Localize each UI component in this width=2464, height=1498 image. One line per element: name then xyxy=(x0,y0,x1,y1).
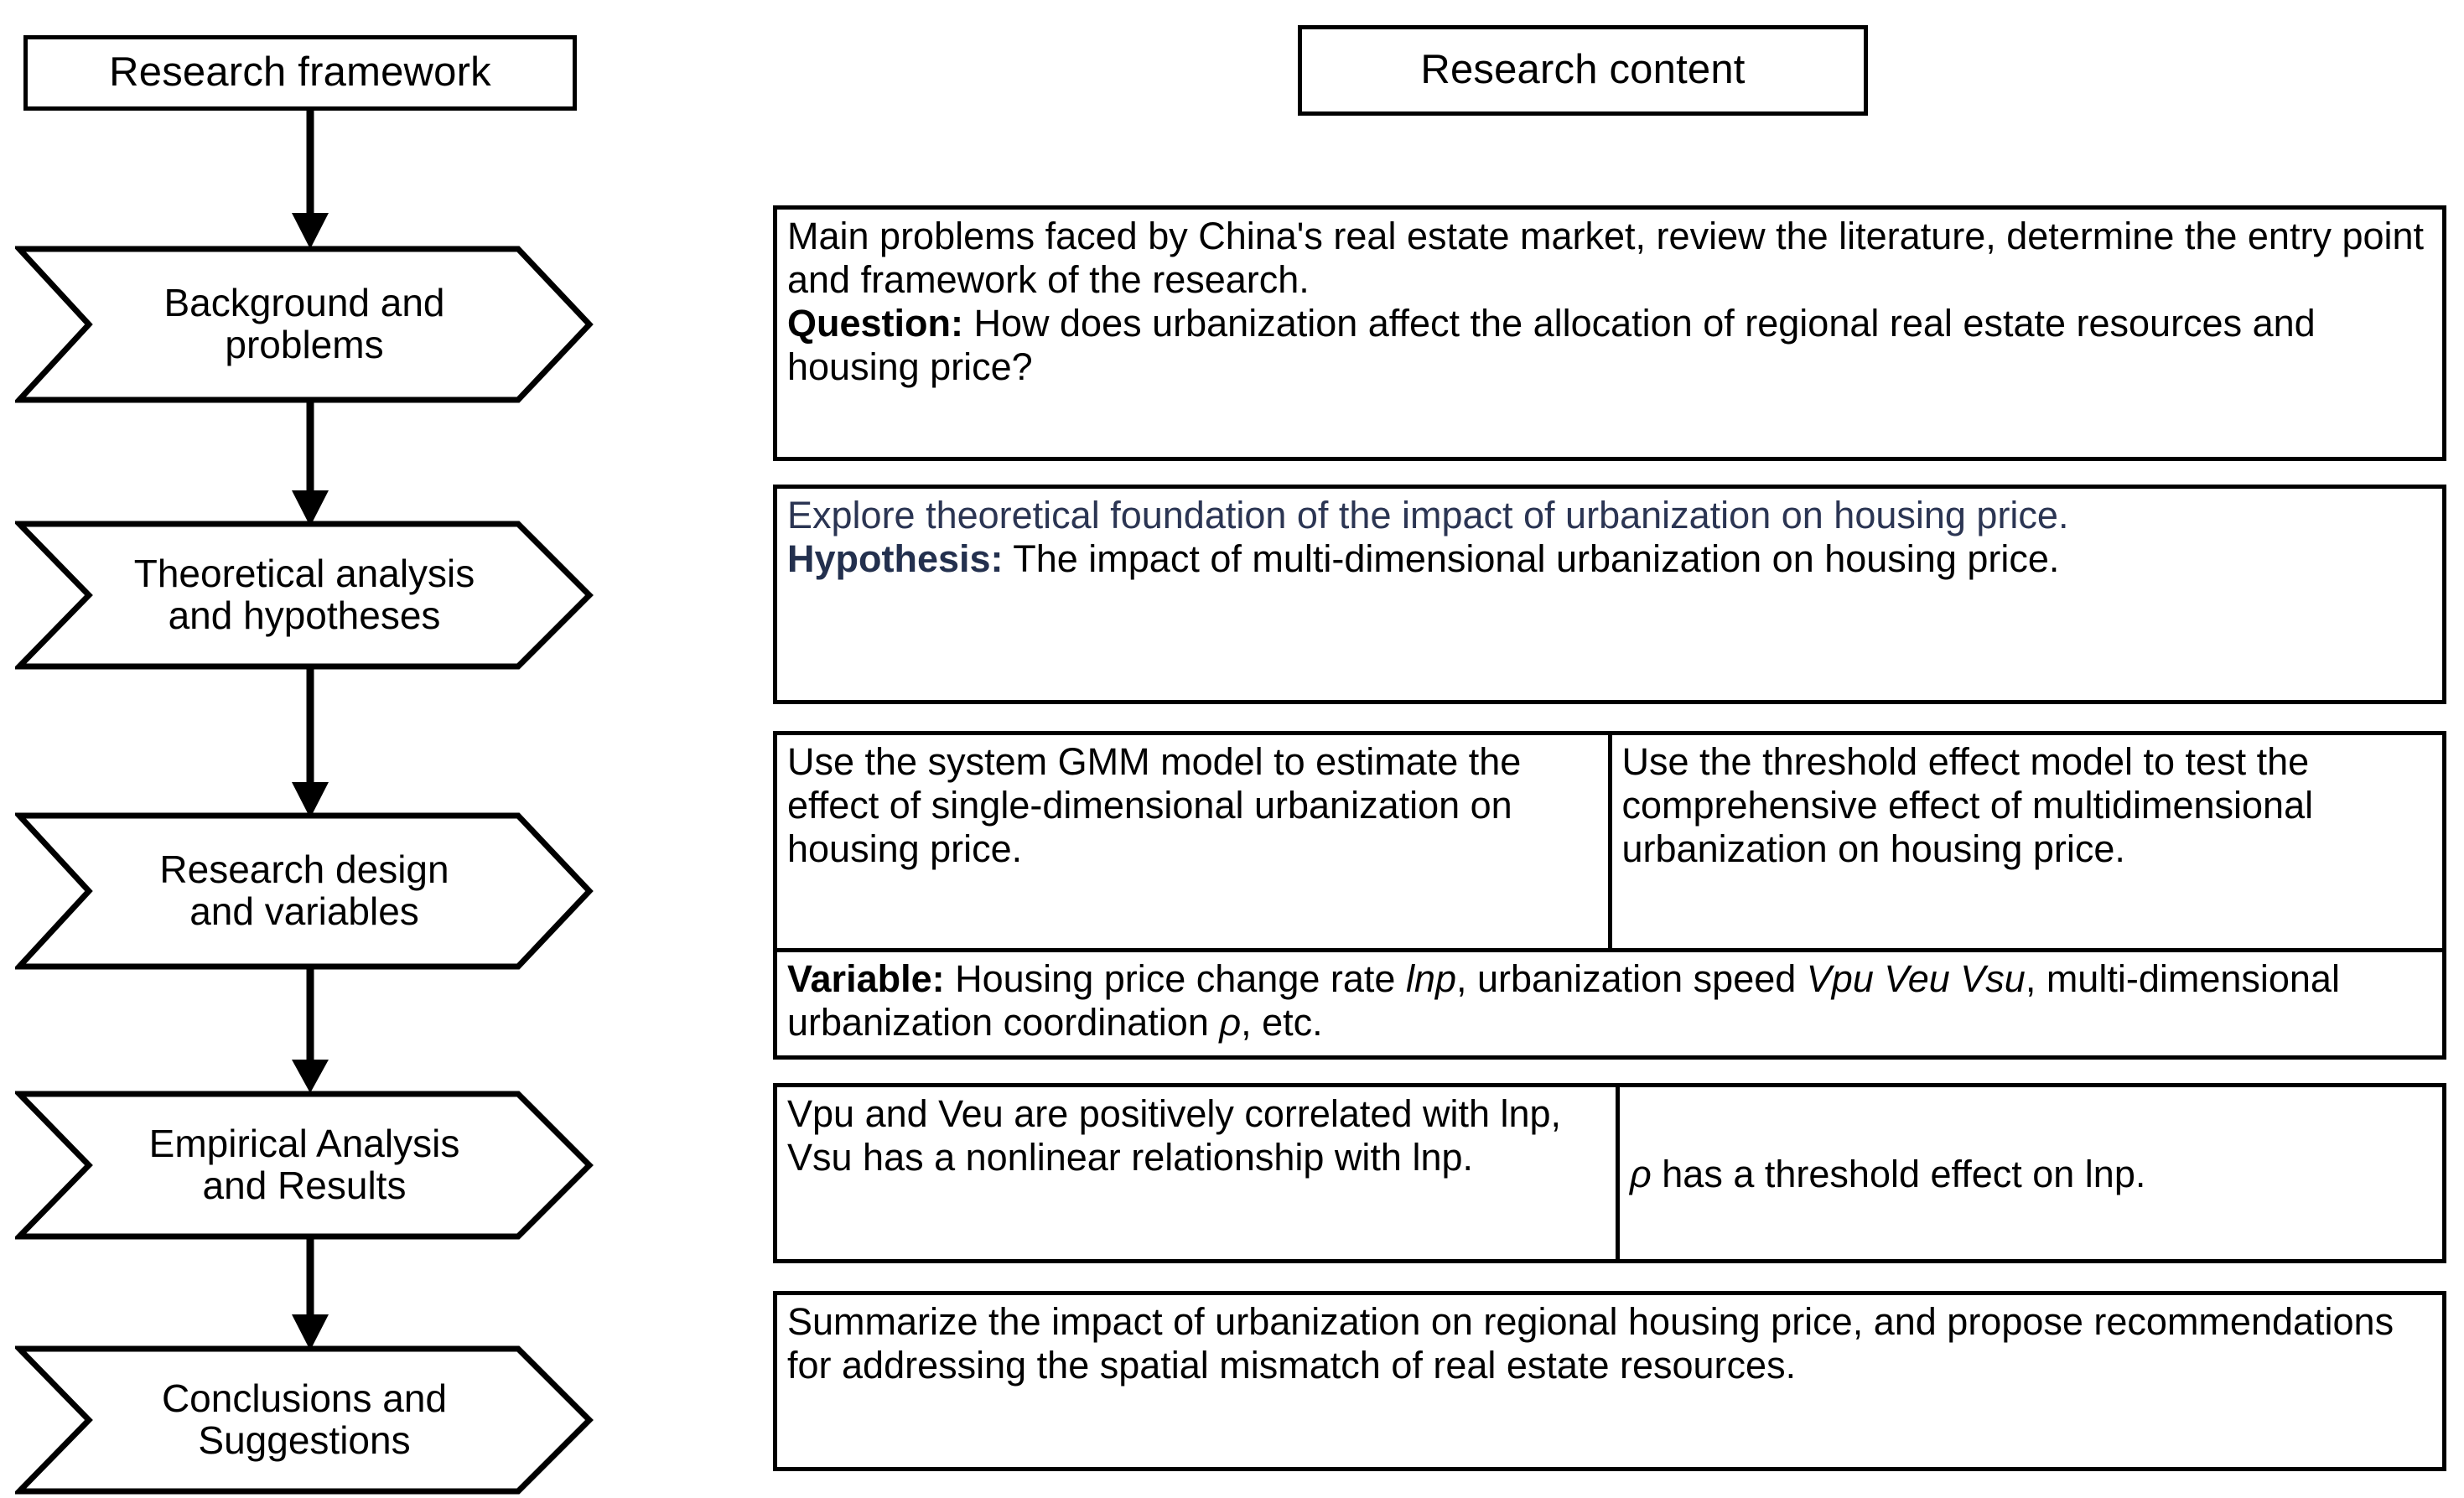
empirical-cell-right: ρ has a threshold effect on lnp. xyxy=(1620,1087,2442,1259)
chevron-shape-icon xyxy=(15,812,594,970)
research-content-header-label: Research content xyxy=(1420,47,1746,93)
design-gmm-text: Use the system GMM model to estimate the… xyxy=(787,740,1522,870)
design-cell-variable: Variable: Housing price change rate lnp,… xyxy=(777,952,2442,1055)
design-cell-threshold: Use the threshold effect model to test t… xyxy=(1612,735,2443,948)
stage-background-and-problems: Background and problems xyxy=(15,245,594,404)
design-models-row: Use the system GMM model to estimate the… xyxy=(777,735,2442,948)
design-variable-row: Variable: Housing price change rate lnp,… xyxy=(777,948,2442,1055)
empirical-right-text: ρ has a threshold effect on lnp. xyxy=(1630,1153,2145,1196)
empirical-left-text: Vpu and Veu are positively correlated wi… xyxy=(787,1092,1562,1179)
stage-conclusions-and-suggestions: Conclusions and Suggestions xyxy=(15,1345,594,1495)
connector-background-to-theoretical xyxy=(285,401,335,526)
variable-text-3: , multi-dimensional urbanization coordin… xyxy=(787,957,2340,1044)
background-cell: Main problems faced by China's real esta… xyxy=(777,210,2442,457)
variable-line: Variable: Housing price change rate lnp,… xyxy=(787,957,2434,1044)
background-question: Question: How does urbanization affect t… xyxy=(787,302,2434,389)
variable-symbol-speeds: Vpu Veu Vsu xyxy=(1806,957,2026,1000)
variable-symbol-rho: ρ xyxy=(1219,1000,1242,1044)
design-cell-gmm: Use the system GMM model to estimate the… xyxy=(777,735,1612,948)
variable-text-4: , etc. xyxy=(1241,1000,1323,1044)
stage-empirical-analysis-and-results: Empirical Analysis and Results xyxy=(15,1090,594,1241)
variable-symbol-lnp: lnp xyxy=(1405,957,1456,1000)
stage-theoretical-analysis-and-hypotheses: Theoretical analysis and hypotheses xyxy=(15,520,594,671)
chevron-shape-icon xyxy=(15,1345,594,1495)
research-framework-header-label: Research framework xyxy=(109,49,491,96)
connector-design-to-empirical xyxy=(285,967,335,1093)
connector-theoretical-to-design xyxy=(285,667,335,818)
variable-text-1: Housing price change rate xyxy=(944,957,1406,1000)
panel-conclusions: Summarize the impact of urbanization on … xyxy=(773,1291,2446,1471)
panel-background-and-problems: Main problems faced by China's real esta… xyxy=(773,205,2446,461)
empirical-right-rest: has a threshold effect on lnp. xyxy=(1651,1152,2146,1195)
connector-header-to-background xyxy=(285,111,335,249)
variable-label: Variable: xyxy=(787,957,945,1000)
chevron-shape-icon xyxy=(15,521,594,670)
panel-empirical-results: Vpu and Veu are positively correlated wi… xyxy=(773,1083,2446,1263)
variable-text-2: , urbanization speed xyxy=(1456,957,1807,1000)
theoretical-cell: Explore theoretical foundation of the im… xyxy=(777,489,2442,700)
hypothesis-text: The impact of multi-dimensional urbaniza… xyxy=(1003,536,2060,580)
rho-symbol: ρ xyxy=(1630,1152,1652,1195)
conclusions-text: Summarize the impact of urbanization on … xyxy=(787,1300,2394,1387)
question-label: Question: xyxy=(787,301,963,345)
theoretical-intro: Explore theoretical foundation of the im… xyxy=(787,494,2069,536)
panel-research-design: Use the system GMM model to estimate the… xyxy=(773,731,2446,1060)
chevron-shape-icon xyxy=(15,1091,594,1240)
empirical-cell-left: Vpu and Veu are positively correlated wi… xyxy=(777,1087,1620,1259)
conclusions-cell: Summarize the impact of urbanization on … xyxy=(777,1295,2442,1467)
chevron-shape-icon xyxy=(15,246,594,403)
stage-research-design-and-variables: Research design and variables xyxy=(15,811,594,971)
research-content-header: Research content xyxy=(1298,25,1868,116)
background-intro: Main problems faced by China's real esta… xyxy=(787,215,2425,301)
hypothesis-label: Hypothesis: xyxy=(787,536,1004,580)
panel-theoretical-analysis: Explore theoretical foundation of the im… xyxy=(773,485,2446,704)
research-framework-header: Research framework xyxy=(23,35,577,111)
design-threshold-text: Use the threshold effect model to test t… xyxy=(1621,740,2314,870)
question-text: How does urbanization affect the allocat… xyxy=(787,301,2316,388)
theoretical-hypothesis: Hypothesis: The impact of multi-dimensio… xyxy=(787,537,2434,581)
connector-empirical-to-conclusions xyxy=(285,1237,335,1350)
